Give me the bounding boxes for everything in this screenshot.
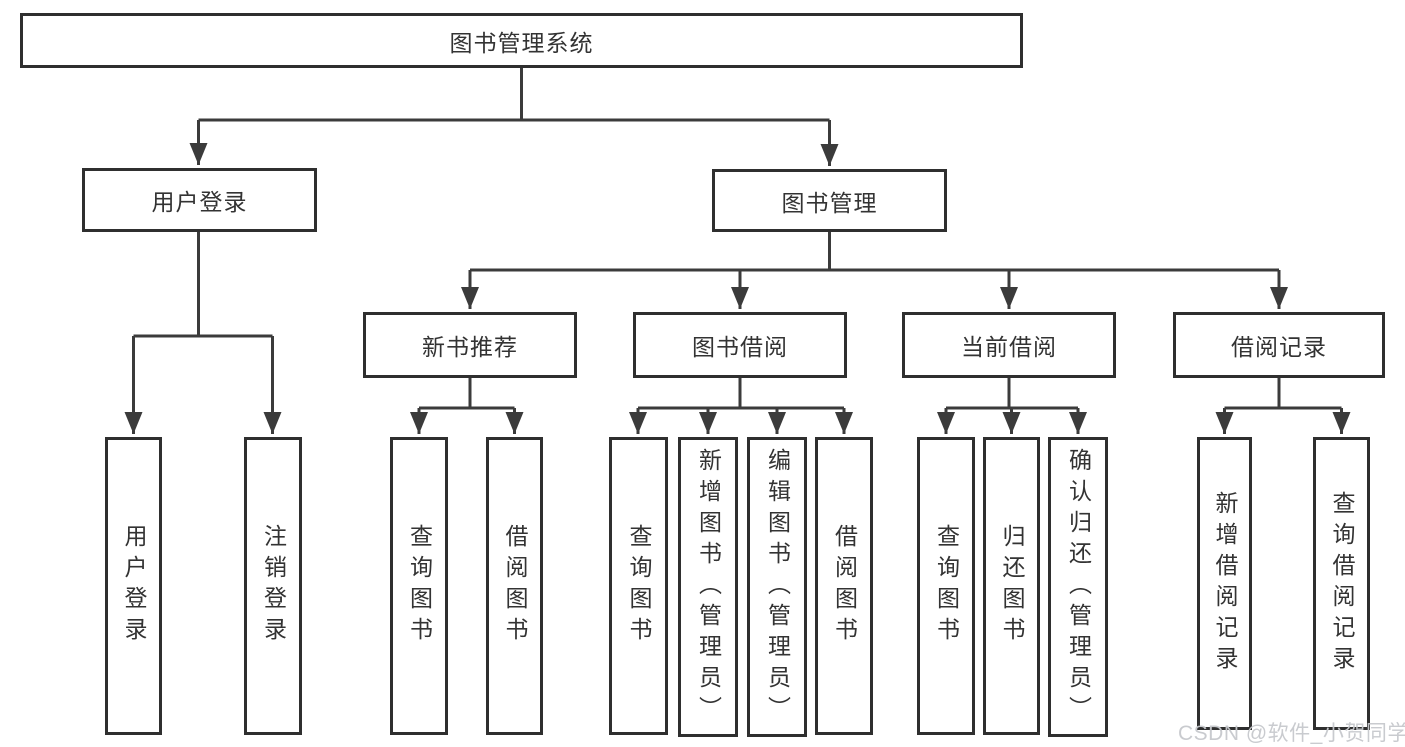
node-book-management: 图书管理 (712, 169, 947, 232)
leaf-current-confirm-admin-label: 确认归还（管理员） (1065, 447, 1092, 727)
leaf-current-return: 归还图书 (983, 437, 1040, 735)
node-root-label: 图书管理系统 (449, 29, 594, 56)
csdn-watermark: CSDN @软件_小贺同学 (1178, 722, 1405, 745)
node-book-borrow-label: 图书借阅 (692, 334, 788, 360)
leaf-record-add-label: 新增借阅记录 (1212, 490, 1238, 677)
node-new-book-recommend: 新书推荐 (363, 312, 577, 378)
leaf-borrow-borrow: 借阅图书 (815, 437, 873, 735)
leaf-borrow-edit-admin: 编辑图书（管理员） (747, 437, 807, 737)
leaf-logout-label: 注销登录 (260, 524, 287, 648)
node-current-borrow-label: 当前借阅 (961, 334, 1057, 360)
leaf-current-confirm-admin: 确认归还（管理员） (1048, 437, 1108, 737)
leaf-current-query-label: 查询图书 (933, 524, 960, 648)
leaf-user-login-label: 用户登录 (121, 524, 147, 648)
leaf-newbook-borrow: 借阅图书 (486, 437, 543, 735)
node-root: 图书管理系统 (20, 13, 1023, 68)
leaf-record-add: 新增借阅记录 (1197, 437, 1252, 730)
leaf-borrow-borrow-label: 借阅图书 (831, 524, 858, 648)
node-user-login: 用户登录 (82, 168, 317, 232)
node-book-management-label: 图书管理 (781, 189, 878, 216)
leaf-record-query-label: 查询借阅记录 (1329, 490, 1355, 677)
node-borrow-records: 借阅记录 (1173, 312, 1385, 378)
leaf-borrow-add-admin: 新增图书（管理员） (678, 437, 738, 737)
node-user-login-label: 用户登录 (151, 189, 248, 215)
leaf-borrow-query: 查询图书 (609, 437, 668, 735)
leaf-borrow-query-label: 查询图书 (626, 524, 652, 648)
leaf-newbook-query: 查询图书 (390, 437, 448, 735)
leaf-logout: 注销登录 (244, 437, 302, 735)
node-book-borrow: 图书借阅 (633, 312, 847, 378)
node-borrow-records-label: 借阅记录 (1231, 334, 1327, 360)
leaf-record-query: 查询借阅记录 (1313, 437, 1370, 730)
node-current-borrow: 当前借阅 (902, 312, 1116, 378)
leaf-user-login: 用户登录 (105, 437, 162, 735)
leaf-newbook-borrow-label: 借阅图书 (502, 524, 528, 648)
node-new-book-recommend-label: 新书推荐 (422, 334, 518, 360)
leaf-newbook-query-label: 查询图书 (406, 524, 433, 648)
leaf-borrow-add-admin-label: 新增图书（管理员） (695, 447, 722, 727)
leaf-borrow-edit-admin-label: 编辑图书（管理员） (764, 447, 791, 727)
leaf-current-query: 查询图书 (917, 437, 975, 735)
leaf-current-return-label: 归还图书 (999, 524, 1025, 648)
